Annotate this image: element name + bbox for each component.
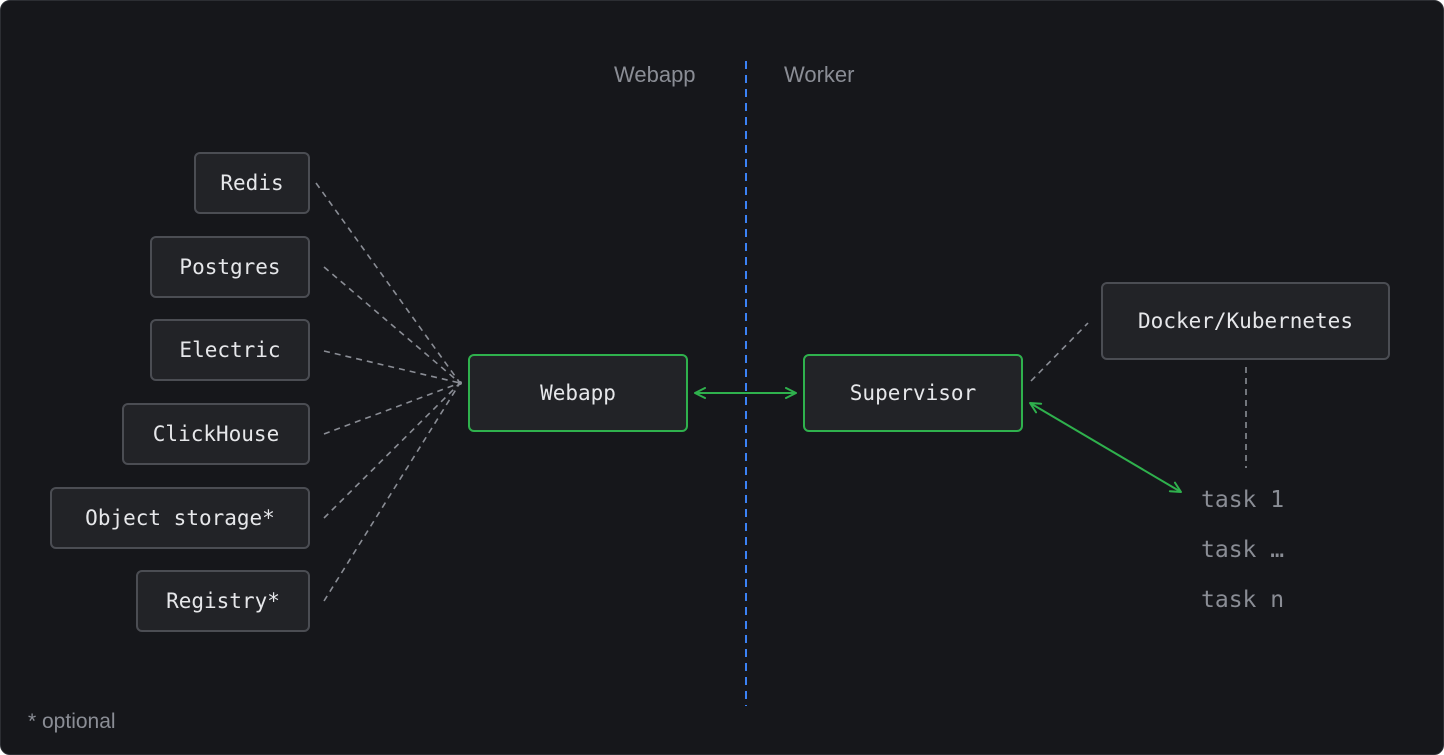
connector-junction <box>458 381 462 385</box>
registry-connector <box>323 382 461 602</box>
clickhouse-connector <box>323 382 461 435</box>
electric-node: Electric <box>150 319 310 381</box>
redis-connector <box>315 182 461 384</box>
task-n-label: task n <box>1201 587 1285 613</box>
object-storage-connector <box>323 382 461 519</box>
clickhouse-node: ClickHouse <box>122 403 310 465</box>
postgres-connector <box>323 266 461 384</box>
task-ellipsis-label: task … <box>1201 537 1285 563</box>
docker-kubernetes-node: Docker/Kubernetes <box>1101 282 1390 360</box>
worker-section-label: Worker <box>784 62 855 87</box>
redis-node: Redis <box>194 152 310 214</box>
registry-node: Registry* <box>136 570 310 632</box>
task-1-label: task 1 <box>1201 487 1285 513</box>
supervisor-tasks-arrow <box>1029 402 1182 493</box>
webapp-node: Webapp <box>468 354 688 432</box>
webapp-section-label: Webapp <box>614 62 696 87</box>
supervisor-runtime-connector <box>1030 322 1089 382</box>
optional-footnote: * optional <box>28 710 116 733</box>
supervisor-node: Supervisor <box>803 354 1023 432</box>
electric-connector <box>323 350 461 384</box>
postgres-node: Postgres <box>150 236 310 298</box>
object-storage-node: Object storage* <box>50 487 310 549</box>
